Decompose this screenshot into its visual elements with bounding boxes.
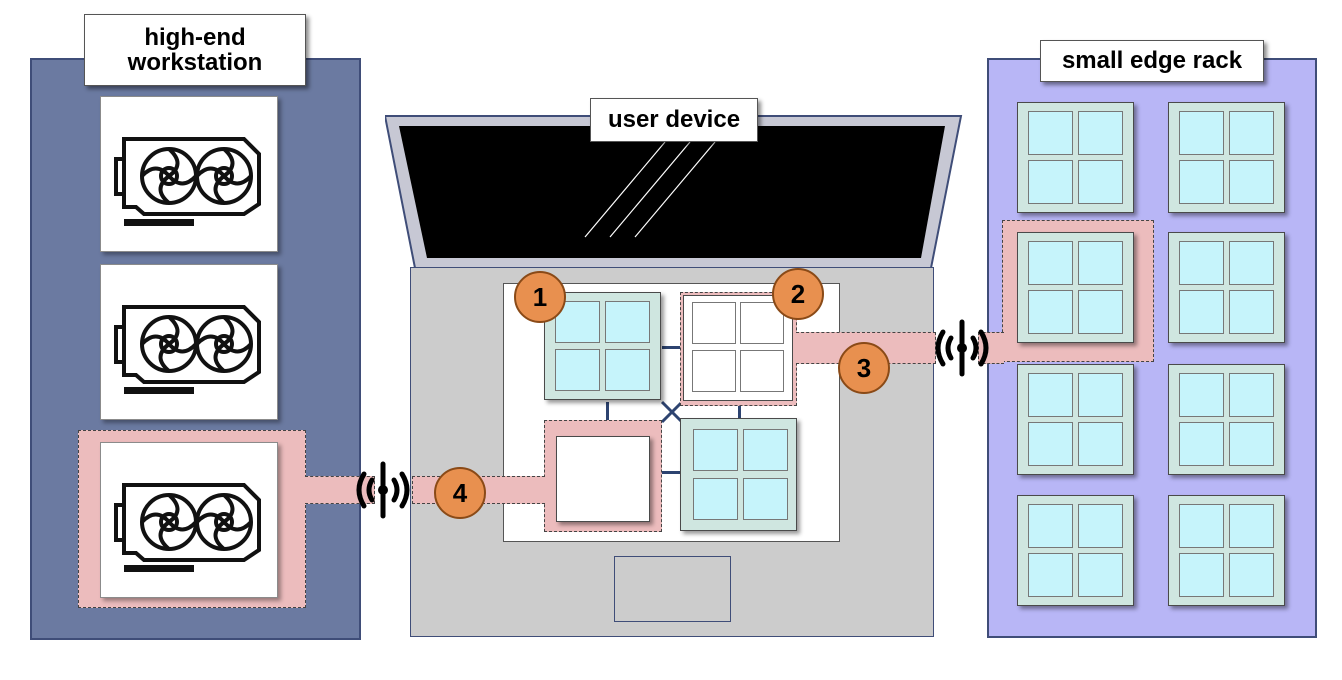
chip-core xyxy=(1028,422,1073,466)
chip-core xyxy=(1078,553,1123,597)
badge-3: 3 xyxy=(838,342,890,394)
badge-1-text: 1 xyxy=(532,281,548,312)
edge-rack-label-text: small edge rack xyxy=(1061,47,1243,75)
chip-core xyxy=(1229,373,1274,417)
rack-chip xyxy=(1168,495,1285,606)
chip-core xyxy=(740,350,784,392)
chip-core xyxy=(605,301,650,343)
bus-vertical-right xyxy=(738,406,741,422)
chip-4 xyxy=(556,436,650,522)
rack-chip xyxy=(1017,364,1134,475)
chip-core xyxy=(1229,241,1274,285)
user-device-label-text: user device xyxy=(607,106,741,134)
wireless-signal-icon xyxy=(935,319,989,377)
chip-1 xyxy=(544,292,661,400)
gpu-card-icon xyxy=(114,305,261,394)
rack-chip-selected xyxy=(1017,232,1134,343)
chip-core xyxy=(1028,241,1073,285)
bus-horizontal-bottom xyxy=(662,471,680,474)
chip-core xyxy=(1078,160,1123,204)
chip-2 xyxy=(683,295,793,401)
wireless-signal-icon xyxy=(356,461,410,519)
chip-core xyxy=(1078,373,1123,417)
chip-core xyxy=(743,429,788,471)
workstation-label-line1: high-end xyxy=(144,23,246,51)
chip-core xyxy=(1078,290,1123,334)
chip-core xyxy=(1229,160,1274,204)
badge-4-text: 4 xyxy=(452,477,468,508)
chip-core xyxy=(693,429,738,471)
chip-core xyxy=(555,349,600,391)
chip-core xyxy=(693,478,738,520)
chip-core xyxy=(692,302,736,344)
chip-core xyxy=(743,478,788,520)
gpu-card-icon xyxy=(114,483,261,572)
chip-core xyxy=(1179,422,1224,466)
badge-1: 1 xyxy=(514,271,566,323)
rack-chip xyxy=(1168,232,1285,343)
chip-core xyxy=(605,349,650,391)
rack-chip xyxy=(1168,102,1285,213)
chip-core xyxy=(1229,553,1274,597)
chip-core xyxy=(1078,504,1123,548)
chip-core xyxy=(1229,290,1274,334)
bus-cross xyxy=(660,400,684,424)
gpu-card-3 xyxy=(100,442,278,598)
badge-2-text: 2 xyxy=(790,278,806,309)
chip-core xyxy=(1028,160,1073,204)
chip-core xyxy=(1028,111,1073,155)
chip-core xyxy=(1179,553,1224,597)
badge-2: 2 xyxy=(772,268,824,320)
rack-chip xyxy=(1168,364,1285,475)
chip-core xyxy=(692,350,736,392)
bus-vertical-left xyxy=(606,402,609,422)
chip-bottom-right xyxy=(680,418,797,531)
chip-core xyxy=(1229,111,1274,155)
chip-core xyxy=(1229,422,1274,466)
chip-core xyxy=(1028,290,1073,334)
chip-core xyxy=(1078,241,1123,285)
chip-core xyxy=(1179,160,1224,204)
gpu-card-icon xyxy=(114,137,261,226)
laptop-screen xyxy=(385,115,963,269)
user-device-label: user device xyxy=(590,98,758,142)
trackpad xyxy=(614,556,731,622)
bus-horizontal-top xyxy=(662,346,680,349)
chip-core xyxy=(1078,111,1123,155)
chip-core xyxy=(1028,373,1073,417)
chip-core xyxy=(1028,504,1073,548)
gpu-card-1 xyxy=(100,96,278,252)
gpu-card-2 xyxy=(100,264,278,420)
chip-core xyxy=(1229,504,1274,548)
badge-4: 4 xyxy=(434,467,486,519)
chip-core xyxy=(1078,422,1123,466)
chip-core xyxy=(1179,241,1224,285)
edge-rack-label: small edge rack xyxy=(1040,40,1264,82)
chip-core xyxy=(1028,553,1073,597)
rack-chip xyxy=(1017,495,1134,606)
rack-chip xyxy=(1017,102,1134,213)
chip-core xyxy=(1179,111,1224,155)
chip-core xyxy=(1179,373,1224,417)
workstation-label: high-end workstation xyxy=(84,14,306,86)
workstation-label-line2: workstation xyxy=(127,49,263,76)
chip-core xyxy=(1179,290,1224,334)
badge-3-text: 3 xyxy=(856,352,872,383)
chip-core xyxy=(1179,504,1224,548)
